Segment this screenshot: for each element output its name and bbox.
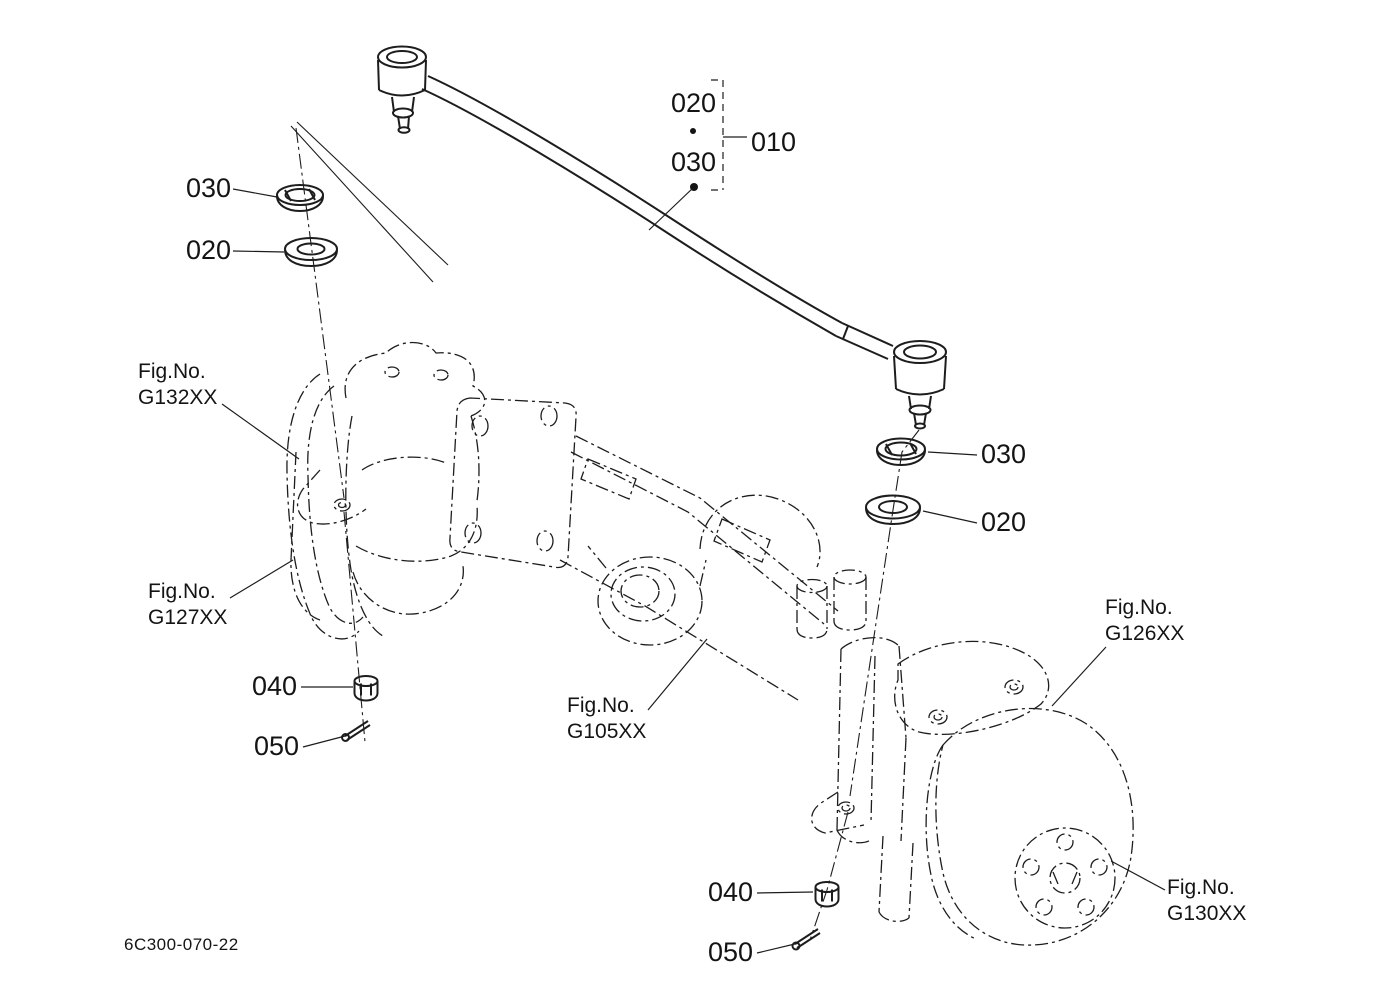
- dust-cover-030-left: [276, 184, 324, 213]
- labels: 020 030 010 030 020 030 020 040 050 040 …: [124, 88, 1246, 967]
- leader-lines: [221, 79, 1166, 954]
- figref-g132-label: Fig.No.: [138, 360, 206, 383]
- dot-separator: [690, 128, 696, 134]
- tie-rod-tube: [421, 75, 894, 360]
- assembly-centerlines: [295, 127, 920, 941]
- figref-g130-label: Fig.No.: [1167, 876, 1235, 899]
- dust-cover-030-right: [876, 437, 926, 467]
- figref-g126-code: G126XX: [1105, 622, 1184, 645]
- figref-g126-label: Fig.No.: [1105, 596, 1173, 619]
- figref-g127-label: Fig.No.: [148, 580, 216, 603]
- callout-040-left: 040: [252, 671, 297, 701]
- seal-020-right: [865, 494, 921, 526]
- callout-040-right: 040: [708, 877, 753, 907]
- callout-020-right: 020: [981, 507, 1026, 537]
- figref-g105-code: G105XX: [567, 720, 646, 743]
- figref-g127-code: G127XX: [148, 606, 227, 629]
- castle-nut-040-right: [814, 881, 840, 908]
- cotter-pin-050-left: [341, 720, 371, 742]
- tie-rod-assembly-010: [377, 45, 947, 430]
- upper-ball-joint: [377, 45, 427, 134]
- callout-020-left: 020: [186, 235, 231, 265]
- assembly-point-dot: [690, 183, 698, 191]
- callout-030-group: 030: [671, 147, 716, 177]
- drawing-number: 6C300-070-22: [124, 935, 239, 954]
- callout-030-left: 030: [186, 173, 231, 203]
- callout-010: 010: [751, 127, 796, 157]
- callout-020-group: 020: [671, 88, 716, 118]
- callout-050-right: 050: [708, 937, 753, 967]
- projection-lines: [290, 121, 449, 283]
- wheel-hub-outline: [925, 707, 1134, 946]
- reference-parts-group: [286, 341, 1134, 946]
- axle-housing-outline: [449, 397, 867, 701]
- figref-g130-code: G130XX: [1167, 902, 1246, 925]
- callout-050-left: 050: [254, 731, 299, 761]
- figref-g132-code: G132XX: [138, 386, 217, 409]
- right-knuckle-outline: [811, 636, 1050, 923]
- castle-nut-040-left: [353, 675, 379, 702]
- figref-g105-label: Fig.No.: [567, 694, 635, 717]
- callout-030-right: 030: [981, 439, 1026, 469]
- seal-020-left: [284, 237, 338, 268]
- lower-ball-joint: [893, 340, 947, 430]
- cotter-pin-050-right: [791, 928, 821, 951]
- left-knuckle-outline: [286, 341, 486, 640]
